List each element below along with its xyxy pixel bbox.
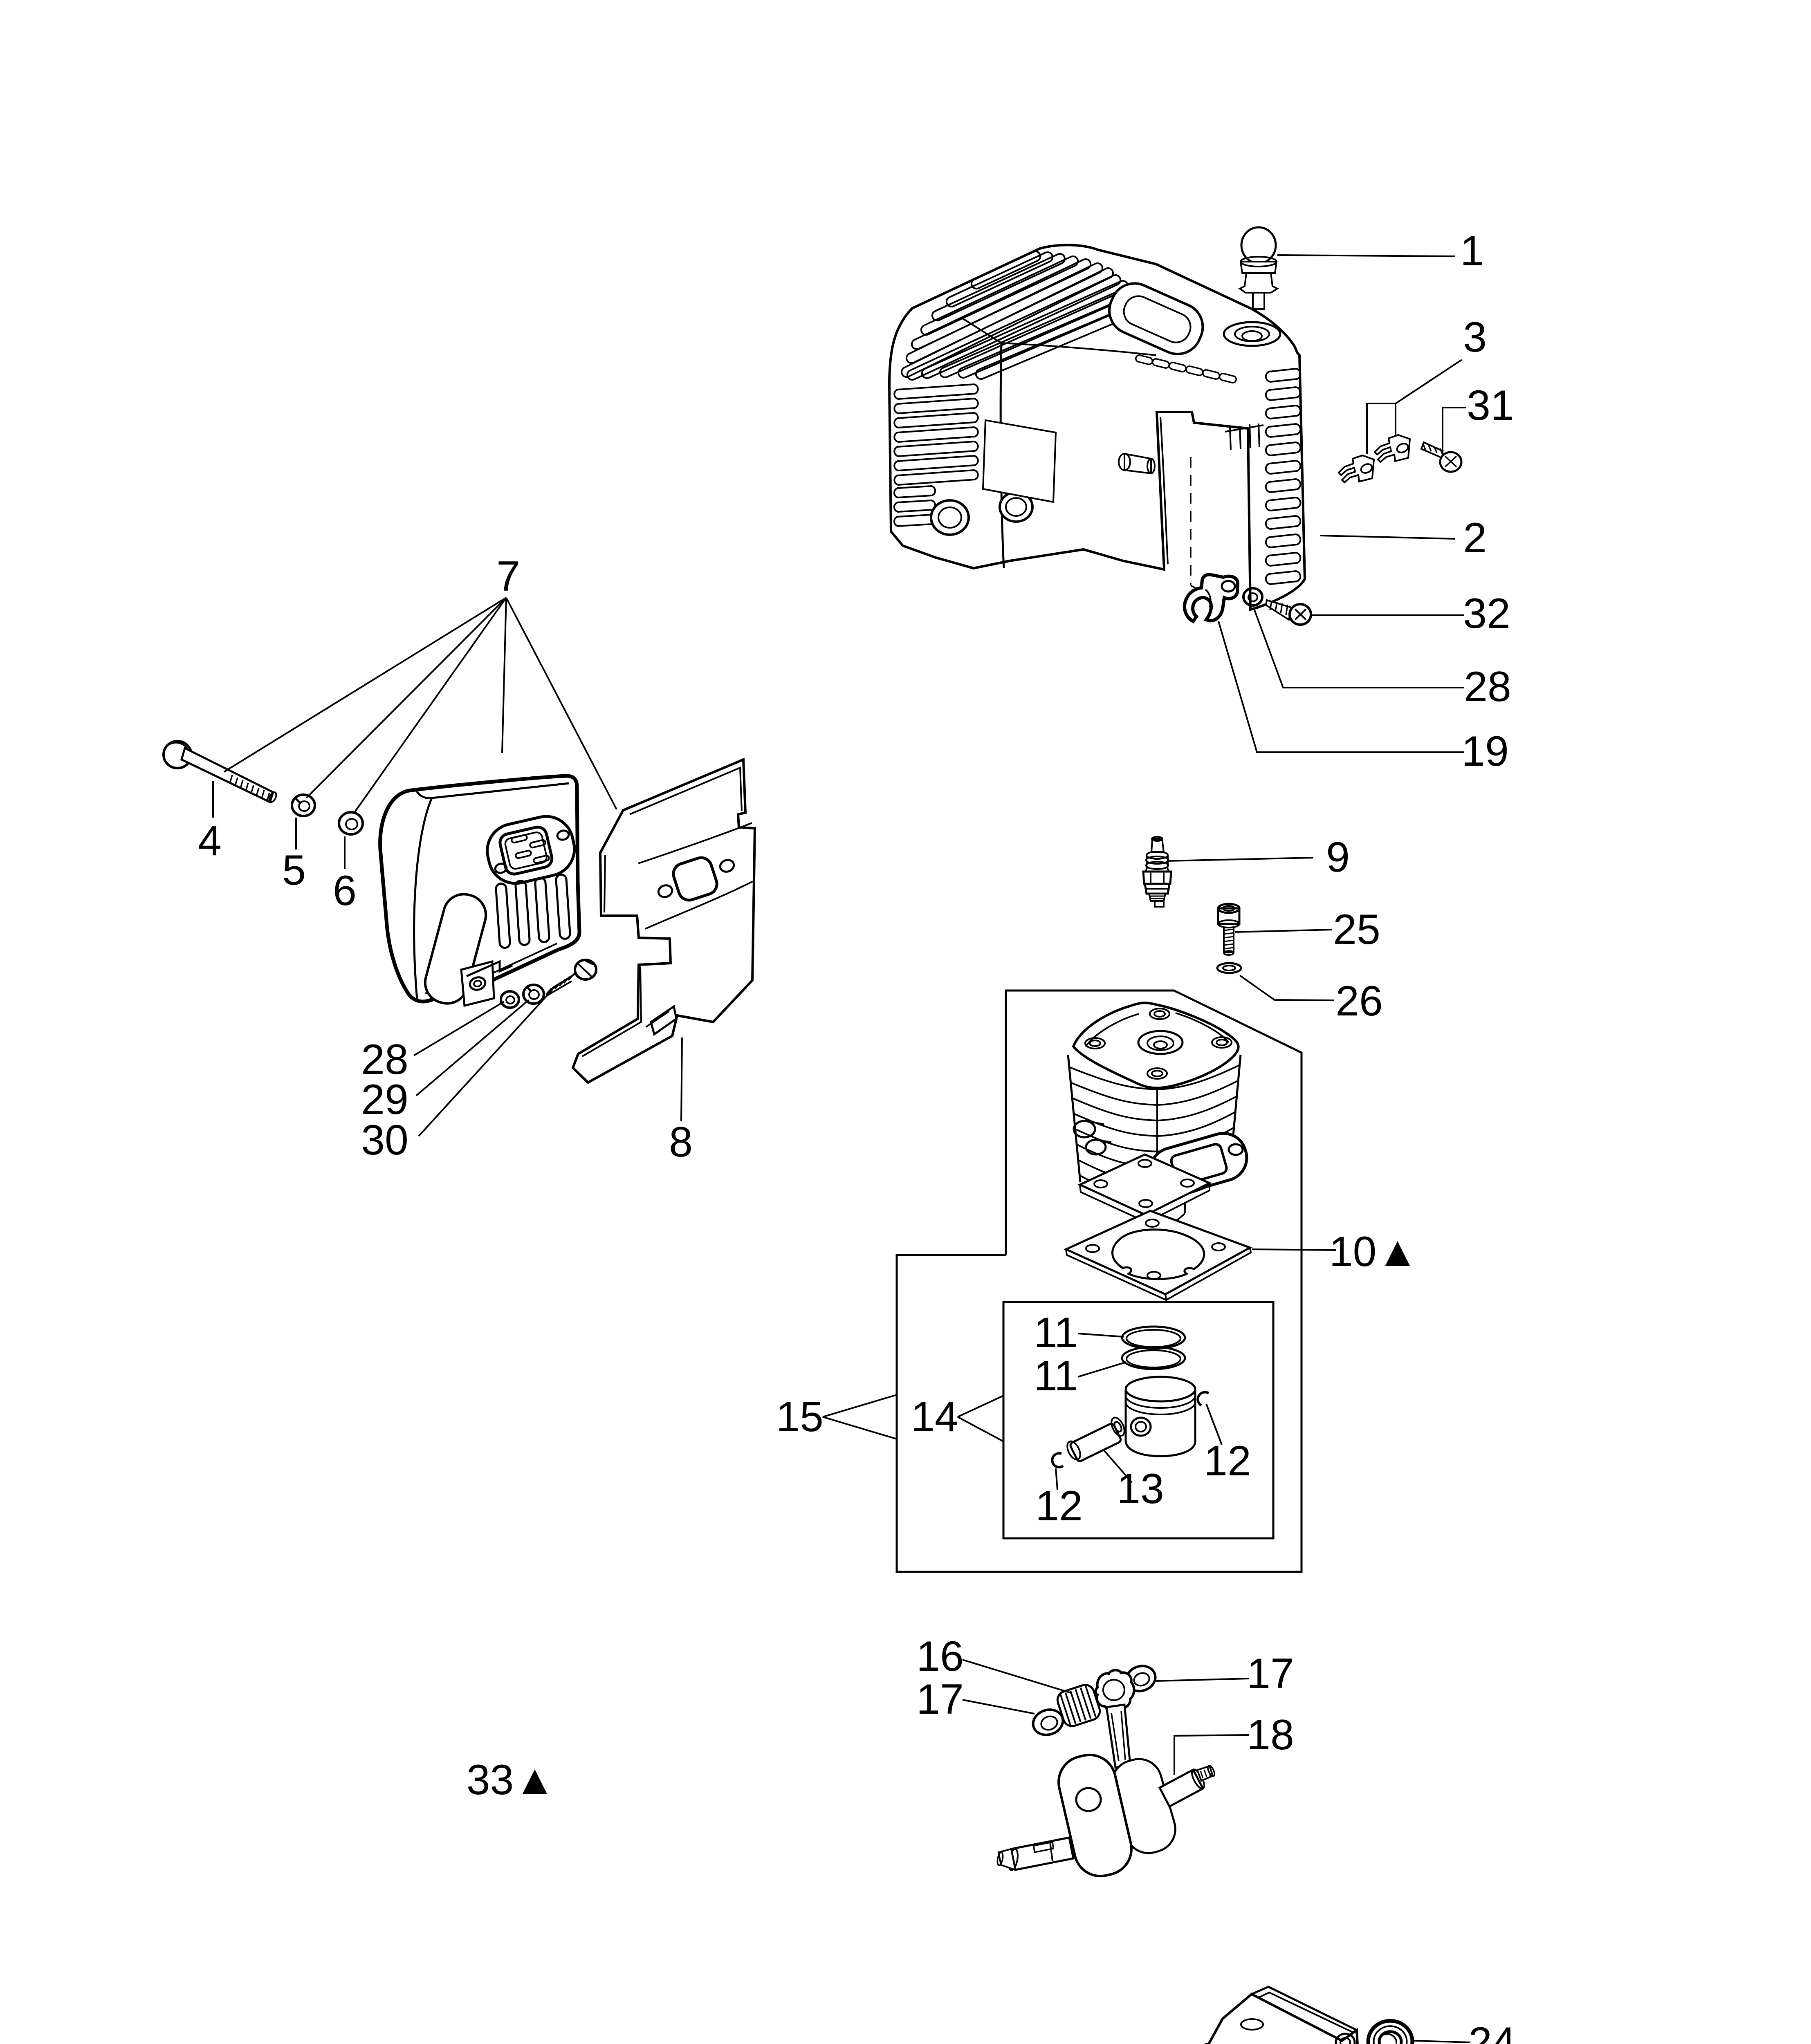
svg-text:30: 30 — [361, 1116, 408, 1164]
svg-text:12: 12 — [1035, 1482, 1083, 1530]
svg-text:18: 18 — [1247, 1711, 1294, 1759]
svg-text:15: 15 — [776, 1393, 824, 1441]
svg-text:1: 1 — [1460, 227, 1484, 275]
svg-text:28: 28 — [1464, 663, 1511, 710]
svg-text:4: 4 — [198, 817, 222, 865]
svg-text:29: 29 — [361, 1076, 408, 1123]
svg-text:16: 16 — [916, 1633, 964, 1680]
svg-text:8: 8 — [669, 1118, 693, 1166]
svg-text:7: 7 — [496, 553, 520, 600]
svg-text:24: 24 — [1468, 2019, 1516, 2044]
svg-text:11: 11 — [1034, 1352, 1078, 1400]
svg-text:5: 5 — [282, 847, 306, 894]
svg-text:31: 31 — [1467, 382, 1514, 429]
svg-text:25: 25 — [1333, 906, 1380, 953]
svg-text:19: 19 — [1461, 728, 1509, 775]
svg-text:6: 6 — [333, 867, 357, 914]
svg-text:33▲: 33▲ — [467, 1756, 556, 1804]
svg-text:26: 26 — [1335, 977, 1383, 1025]
svg-text:2: 2 — [1463, 514, 1487, 562]
svg-text:17: 17 — [916, 1676, 964, 1723]
svg-text:14: 14 — [911, 1393, 958, 1441]
svg-text:32: 32 — [1463, 590, 1510, 637]
svg-text:13: 13 — [1117, 1465, 1164, 1513]
svg-text:28: 28 — [361, 1036, 408, 1083]
svg-text:11: 11 — [1034, 1309, 1078, 1356]
svg-text:17: 17 — [1247, 1650, 1294, 1697]
svg-text:12: 12 — [1204, 1437, 1251, 1485]
svg-text:9: 9 — [1326, 834, 1350, 881]
svg-text:3: 3 — [1463, 314, 1487, 361]
svg-text:10▲: 10▲ — [1329, 1228, 1419, 1275]
